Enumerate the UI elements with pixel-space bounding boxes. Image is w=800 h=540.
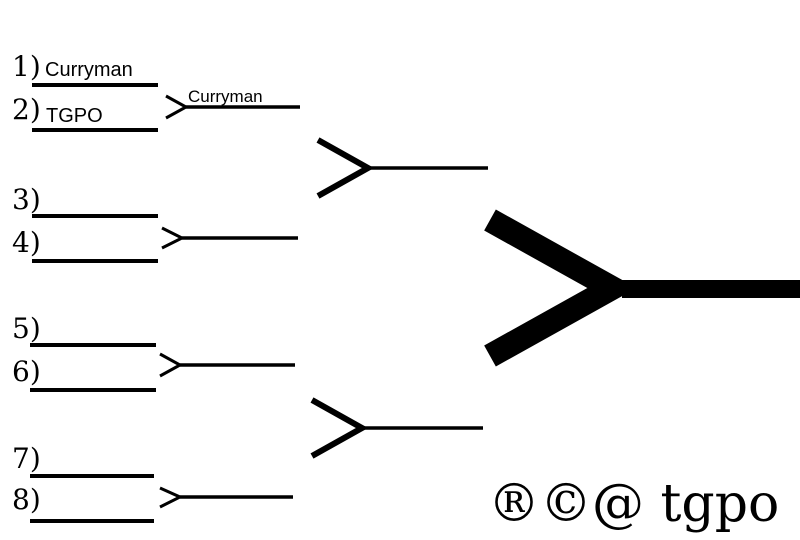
seed-2: 2) [12, 93, 41, 126]
seed-1: 1) [12, 50, 41, 83]
semifinal-chevron-1 [316, 137, 375, 199]
round1-slot-1-name: Curryman [45, 59, 133, 81]
round2-lines [180, 105, 300, 499]
merge-chevron-3 [159, 352, 184, 378]
round1-slot-2-name: TGPO [46, 105, 103, 127]
round2-merge-chevrons [310, 137, 375, 459]
seed-7: 7) [12, 442, 41, 475]
merge-chevron-1 [165, 94, 190, 120]
merge-chevron-4 [159, 486, 184, 509]
round1-lines [30, 83, 158, 523]
merge-chevron-2 [161, 226, 186, 250]
seed-3: 3) [12, 183, 41, 216]
semifinal-lines [362, 166, 488, 430]
final-chevron [484, 209, 637, 367]
round2-slot-1-name: Curryman [188, 87, 263, 106]
semifinal-chevron-2 [310, 397, 369, 459]
seed-6: 6) [12, 355, 41, 388]
seed-4: 4) [12, 226, 41, 259]
seed-5: 5) [12, 312, 41, 345]
seed-8: 8) [12, 483, 41, 516]
footer-mark: ®©@ tgpo [488, 474, 779, 534]
round1-merge-chevrons [159, 94, 190, 509]
